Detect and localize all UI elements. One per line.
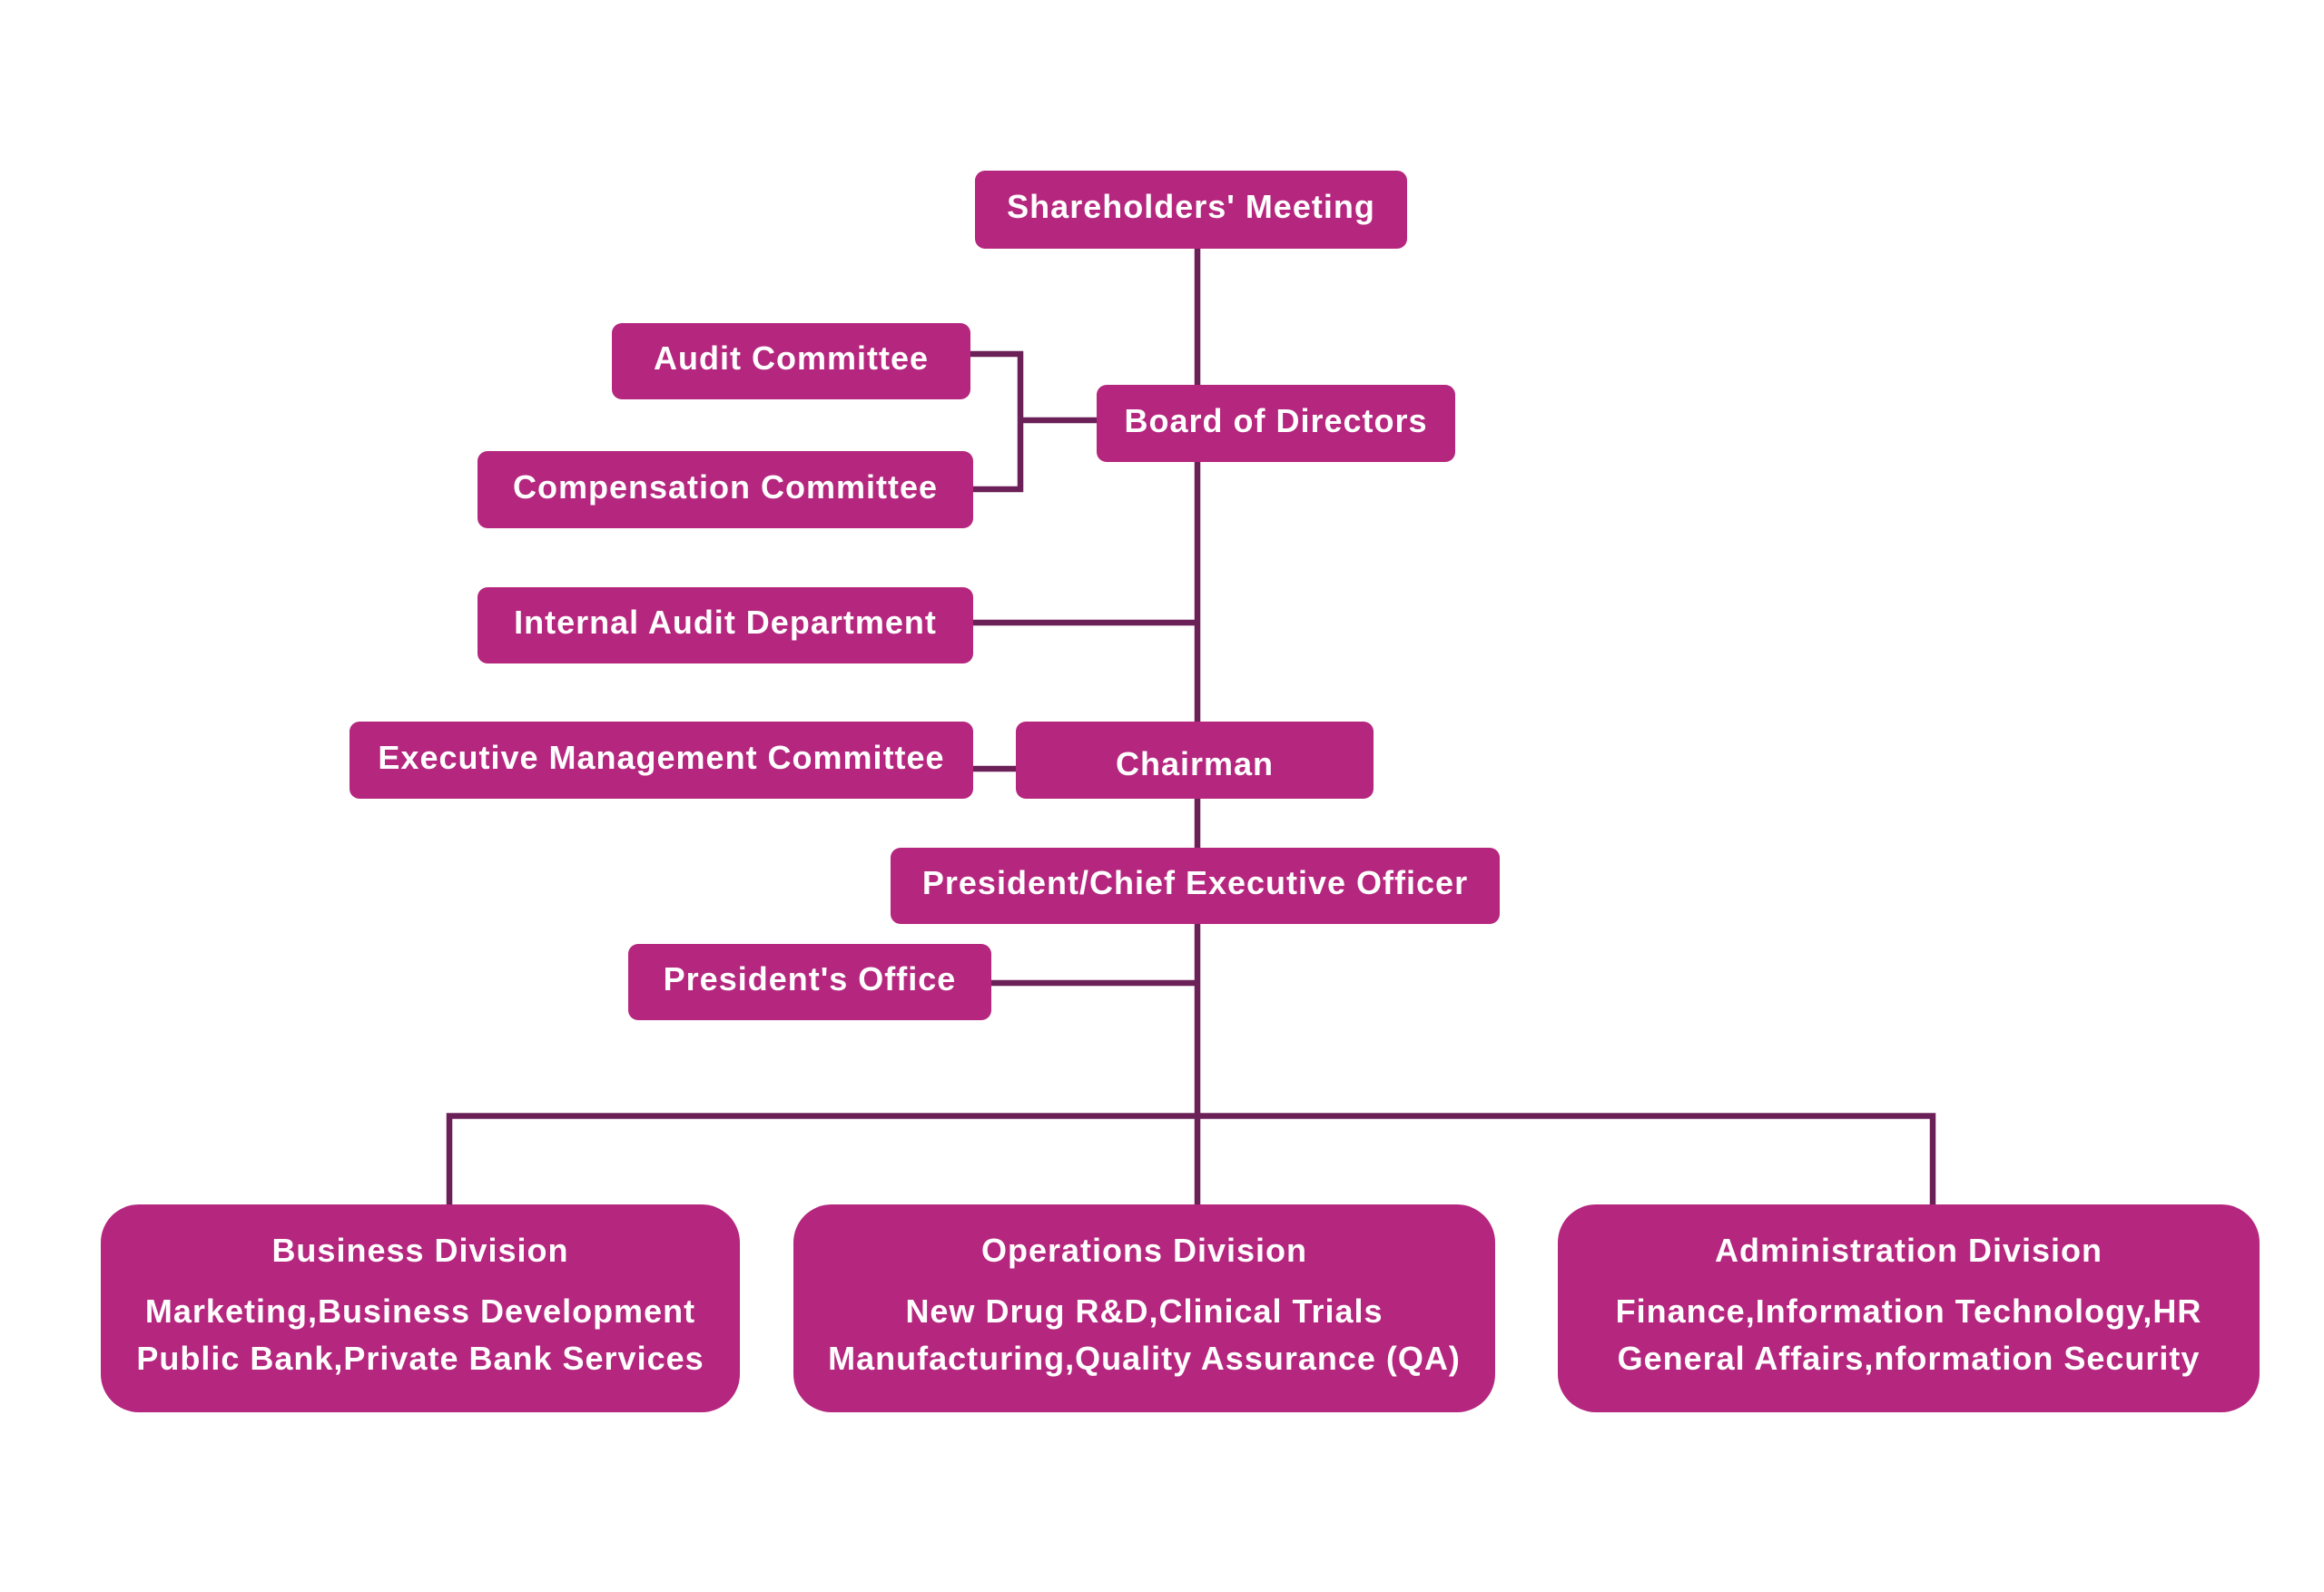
- division-line: General Affairs,nformation Security: [1617, 1340, 2201, 1377]
- node-audit-committee: Audit Committee: [612, 323, 970, 399]
- node-president-ceo: President/Chief Executive Officer: [891, 848, 1500, 924]
- division-title: Business Division: [271, 1232, 569, 1269]
- division-line: Public Bank,Private Bank Services: [136, 1340, 704, 1377]
- node-chairman: Chairman: [1016, 722, 1374, 799]
- node-operations-division: Operations Division New Drug R&D,Clinica…: [793, 1204, 1495, 1412]
- node-administration-division: Administration Division Finance,Informat…: [1558, 1204, 2260, 1412]
- node-label: Compensation Committee: [512, 467, 939, 506]
- node-label: Executive Management Committee: [378, 738, 945, 776]
- node-internal-audit-department: Internal Audit Department: [478, 587, 973, 663]
- node-board-of-directors: Board of Directors: [1097, 385, 1455, 462]
- node-shareholders-meeting: Shareholders' Meeting: [975, 171, 1407, 249]
- division-bus-connector: [446, 1113, 1936, 1204]
- division-line: Marketing,Business Development: [144, 1292, 696, 1330]
- node-label: President's Office: [663, 960, 957, 997]
- division-line: Manufacturing,Quality Assurance (QA): [828, 1340, 1461, 1377]
- node-executive-management-committee: Executive Management Committee: [350, 722, 973, 799]
- division-line: New Drug R&D,Clinical Trials: [905, 1292, 1384, 1330]
- division-title: Operations Division: [980, 1232, 1308, 1269]
- node-label: Audit Committee: [654, 339, 929, 377]
- node-label: Board of Directors: [1124, 401, 1428, 439]
- audit-committee-connector: [970, 350, 1024, 493]
- node-compensation-committee: Compensation Committee: [478, 451, 973, 528]
- node-business-division: Business Division Marketing,Business Dev…: [101, 1204, 740, 1412]
- node-label: Shareholders' Meeting: [1007, 188, 1375, 225]
- node-presidents-office: President's Office: [628, 944, 991, 1020]
- division-line: Finance,Information Technology,HR: [1615, 1292, 2202, 1330]
- node-label: Chairman: [1115, 744, 1275, 782]
- node-label: Internal Audit Department: [514, 604, 937, 641]
- division-title: Administration Division: [1714, 1232, 2103, 1269]
- node-label: President/Chief Executive Officer: [921, 864, 1469, 901]
